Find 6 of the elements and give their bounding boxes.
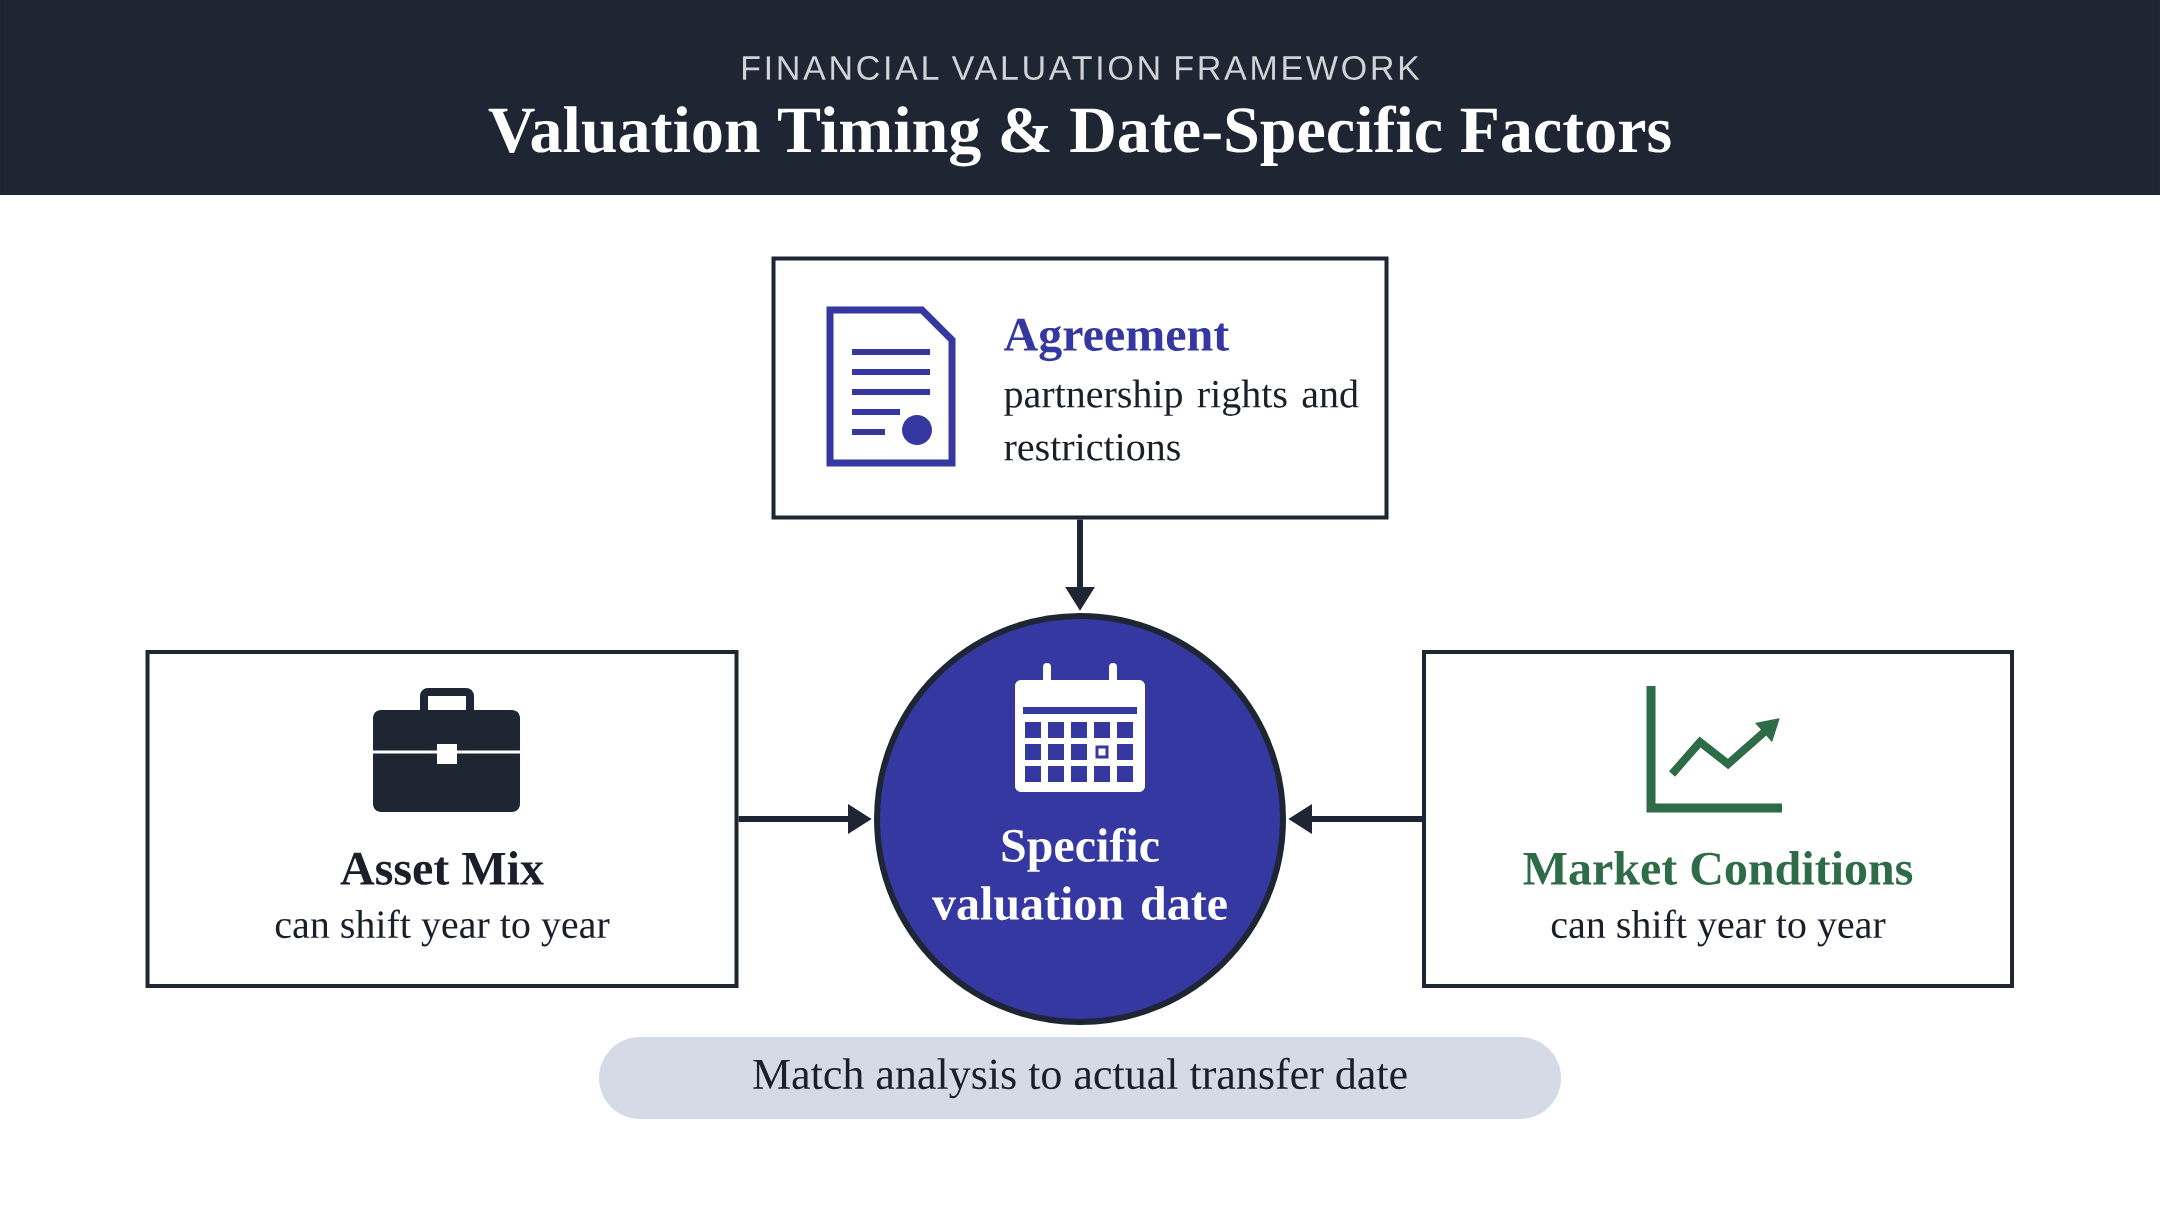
header-subtitle: FINANCIAL VALUATION FRAMEWORK xyxy=(743,55,1420,81)
info-box: Market Conditions can shift year to year xyxy=(1422,650,2014,988)
info-box: Agreement partnership rights and restrictions xyxy=(771,256,1389,520)
info-box: Asset Mix can shift year to year xyxy=(145,650,739,988)
title: Valuation Timing & Date-Specific Factors xyxy=(488,105,1671,167)
note-pill: Match analysis to actual transfer date xyxy=(599,1037,1561,1119)
